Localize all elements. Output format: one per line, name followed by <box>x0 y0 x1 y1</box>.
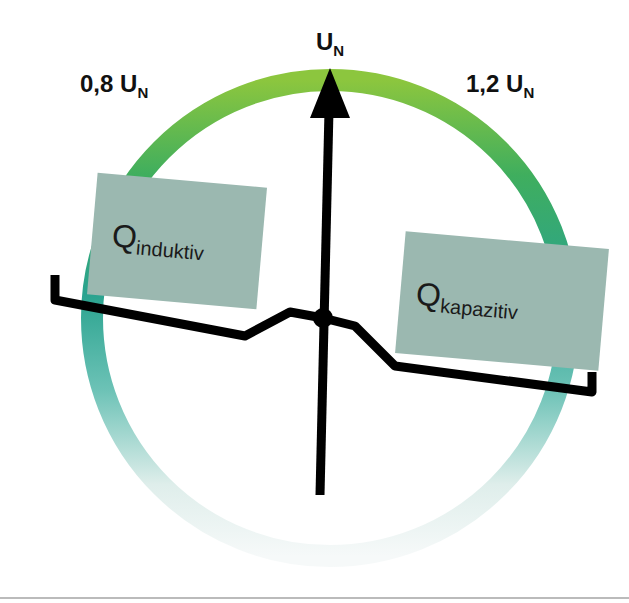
subscript: kapazitiv <box>439 294 519 324</box>
quantity-symbol: Q <box>111 217 139 256</box>
subscript: N <box>523 84 534 101</box>
reactive-power-box: Qinduktiv <box>87 173 267 309</box>
reactive-power-box: Qkapazitiv <box>395 231 609 370</box>
voltage-label: 1,2 UN <box>466 72 534 96</box>
needle <box>320 110 329 495</box>
voltage-text: U <box>316 28 333 55</box>
subscript: N <box>333 42 344 59</box>
quantity-symbol: Q <box>415 275 443 314</box>
voltage-label: UN <box>316 30 344 54</box>
voltage-text: 0,8 U <box>80 70 137 97</box>
bottom-rule <box>0 597 629 599</box>
voltage-label: 0,8 UN <box>80 72 148 96</box>
subscript: N <box>137 84 148 101</box>
voltage-text: 1,2 U <box>466 70 523 97</box>
pivot-dot <box>313 308 333 328</box>
subscript: induktiv <box>135 236 205 265</box>
needle-head <box>310 68 350 118</box>
